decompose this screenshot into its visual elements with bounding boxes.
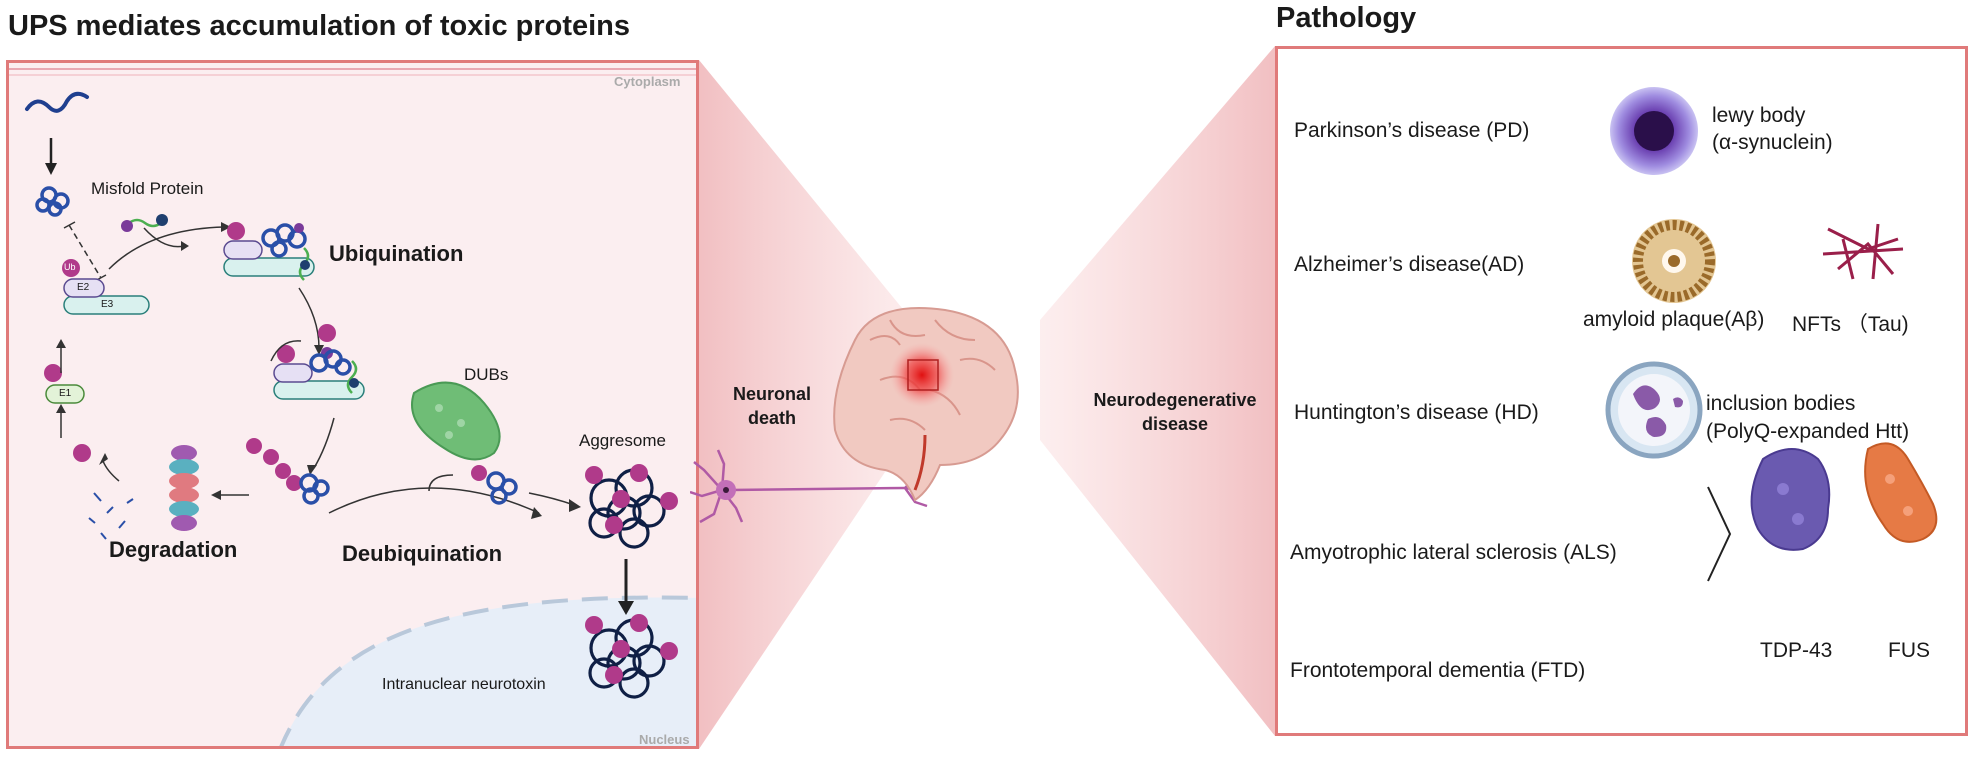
ups-panel: Cytoplasm Nucleus Misfold Protein Ubiqui… [6, 60, 699, 749]
e1-enzyme [44, 364, 85, 404]
e2-e3-complex-ubiquination [223, 222, 315, 281]
cytoplasm-label: Cytoplasm [614, 74, 681, 89]
misfold-protein-icon [35, 186, 70, 217]
unfolded-protein-icon [25, 91, 89, 113]
ubiquination-label: Ubiquination [329, 241, 464, 266]
deubiquination-arrow [328, 487, 540, 514]
fus-label: FUS [1888, 639, 1930, 662]
funnel-right [1040, 46, 1275, 736]
neuronal-death-label: Neuronal death [732, 384, 811, 428]
ub-label: Ub [64, 262, 76, 272]
right-title: Pathology [1276, 2, 1417, 34]
inclusion-label: inclusion bodies [1706, 392, 1856, 415]
amyloid-label: amyloid plaque(Aβ) [1583, 308, 1765, 331]
released-protein-icon [471, 465, 518, 505]
e2-e3-complex-left [62, 259, 150, 315]
misfold-protein-label: Misfold Protein [91, 179, 204, 198]
aggresome-label: Aggresome [579, 431, 666, 450]
deubiquination-label: Deubiquination [342, 541, 503, 566]
nfts-label: NFTs （Tau) [1792, 313, 1909, 336]
nucleus-region [281, 597, 696, 746]
fus-icon [1864, 442, 1938, 543]
ftd-label: Frontotemporal dementia (FTD) [1290, 659, 1586, 682]
nft-tangles-icon [1822, 223, 1904, 280]
dubs-label: DUBs [464, 365, 509, 384]
tdp43-label: TDP-43 [1760, 639, 1833, 662]
peptide-fragments-icon [88, 492, 134, 540]
e2-label: E2 [77, 282, 90, 293]
amyloid-plaque-icon [1632, 219, 1716, 303]
dubs-icon [411, 381, 501, 461]
lewy-sub-label: (α-synuclein) [1712, 131, 1833, 154]
left-title: UPS mediates accumulation of toxic prote… [8, 10, 631, 42]
funnel-left [699, 60, 920, 749]
neuron-brain-illustration [690, 307, 1019, 524]
neurodegenerative-label: Neurodegenerative disease [1093, 390, 1257, 434]
polyubiquitinated-protein-icon [246, 438, 330, 505]
hd-label: Huntington’s disease (HD) [1294, 401, 1539, 424]
pathology-panel: Parkinson’s disease (PD) lewy body (α-sy… [1275, 46, 1968, 736]
proteasome-icon [169, 445, 199, 531]
ad-label: Alzheimer’s disease(AD) [1294, 253, 1525, 276]
inclusion-bodies-icon [1605, 361, 1703, 459]
ups-diagram [9, 68, 696, 746]
intranuclear-label: Intranuclear neurotoxin [382, 676, 546, 693]
nuclear-membrane [279, 595, 696, 746]
lewy-label: lewy body [1712, 104, 1806, 127]
e1-label: E1 [59, 388, 72, 399]
als-ftd-bracket [1707, 486, 1732, 582]
e2-e3-polyub-complex [270, 324, 365, 400]
tdp43-icon [1750, 448, 1831, 551]
free-ub [73, 444, 91, 462]
aggresome-icon [588, 468, 666, 549]
pathology-icons [1605, 87, 1938, 582]
e3-label: E3 [101, 299, 114, 310]
inclusion-sub-label: (PolyQ-expanded Htt) [1706, 420, 1910, 443]
degradation-label: Degradation [109, 537, 238, 562]
pd-label: Parkinson’s disease (PD) [1294, 119, 1530, 142]
als-label: Amyotrophic lateral sclerosis (ALS) [1290, 541, 1617, 564]
nucleus-label: Nucleus [639, 732, 690, 747]
